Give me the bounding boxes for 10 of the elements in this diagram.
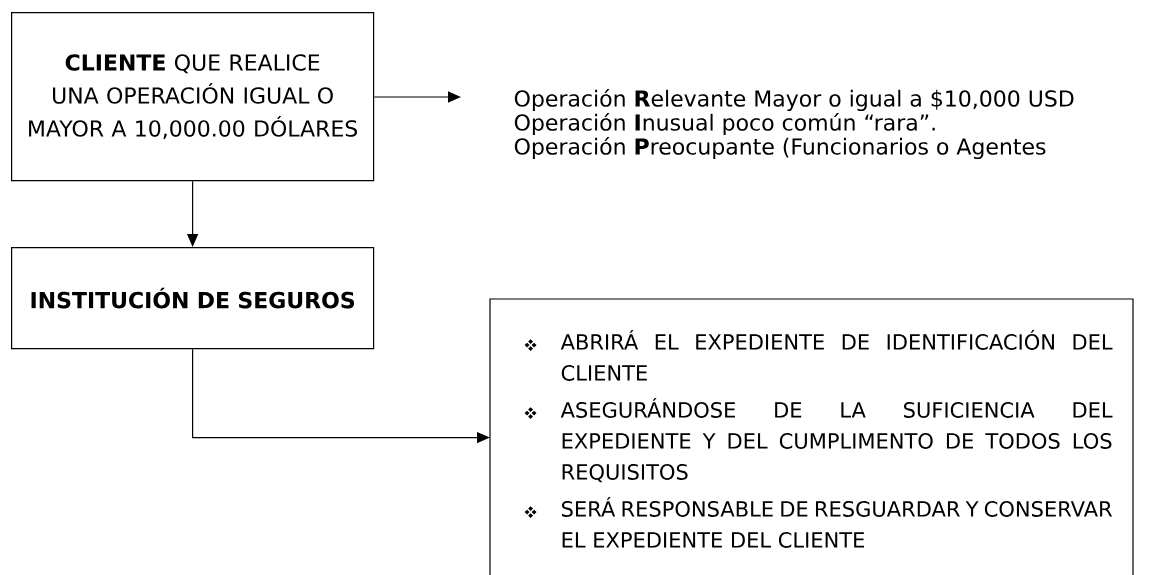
- list-item: ABRIRÁ EL EXPEDIENTE DE IDENTIFICACIÓN DEL CLIENTE: [524, 330, 1113, 381]
- arrow: [373, 91, 461, 103]
- list-item: ASEGURÁNDOSE DE LA SUFICIENCIA DEL EXPEDIENTE Y DEL CUMPLIMENTO DE TODOS LOS REQUISITOS: [524, 398, 1113, 483]
- list-box: [489, 298, 1134, 575]
- text-line: Operación Preocupante (Funcionarios o Agentes: [514, 136, 1046, 160]
- process-box: CLIENTE QUE REALICE UNA OPERACIÓN IGUAL O MAYOR A 10,000.00 DÓLARES: [11, 12, 375, 182]
- text-line: Operación Relevante Mayor o igual a $10,000 USD: [514, 88, 1074, 112]
- text-line: Operación Inusual poco común “rara”.: [514, 112, 935, 136]
- process-box: INSTITUCIÓN DE SEGUROS: [11, 247, 375, 350]
- list-item: SERÁ RESPONSABLE DE RESGUARDAR Y CONSERVAR EL EXPEDIENTE DEL CLIENTE: [524, 497, 1113, 548]
